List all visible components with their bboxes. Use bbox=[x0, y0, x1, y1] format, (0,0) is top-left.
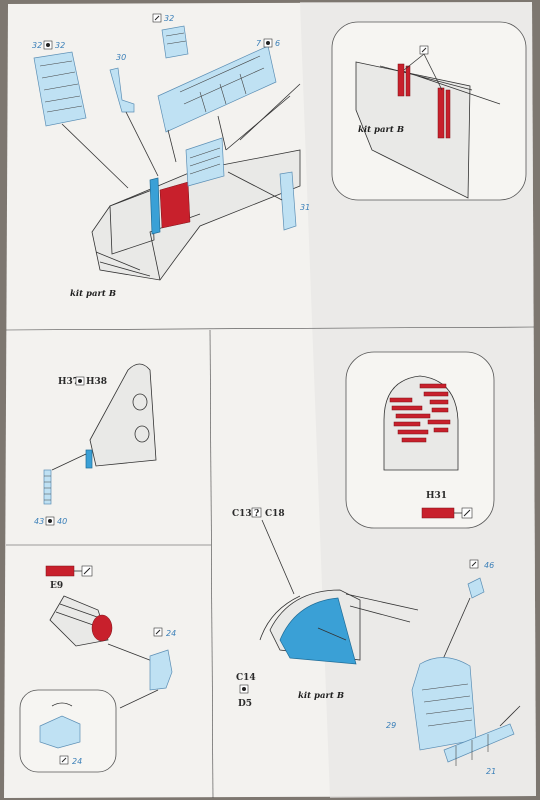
inset-detail-top: kit part B bbox=[331, 21, 527, 201]
label-29: 29 bbox=[386, 721, 396, 730]
fold-icon bbox=[239, 684, 249, 694]
label-40: 40 bbox=[57, 517, 67, 526]
part-29-sheet bbox=[411, 657, 477, 751]
label-e9: E9 bbox=[50, 581, 63, 591]
label-c18: C18 bbox=[265, 509, 285, 519]
label-32a: 32 bbox=[32, 41, 42, 50]
part-32-left: 32 32 bbox=[32, 40, 129, 189]
red-headrest bbox=[91, 614, 113, 642]
panel-top: 32 32 30 32 7 6 bbox=[32, 13, 527, 299]
part-30: 30 bbox=[109, 53, 159, 177]
label-21: 21 bbox=[486, 767, 496, 776]
part-21-rail bbox=[443, 723, 515, 763]
label-question: ? bbox=[254, 509, 259, 519]
seat-back-kit-part bbox=[89, 363, 157, 467]
fold-icon bbox=[263, 38, 273, 48]
label-h31: H31 bbox=[426, 491, 447, 501]
label-30: 30 bbox=[116, 53, 126, 62]
kit-part-label-inset: kit part B bbox=[358, 125, 404, 135]
label-h38: H38 bbox=[86, 377, 107, 387]
knife-icon bbox=[419, 45, 429, 55]
fold-icon bbox=[45, 516, 55, 526]
kit-part-label-bottom: kit part B bbox=[298, 691, 344, 701]
label-h37: H37 bbox=[58, 377, 79, 387]
label-7: 7 bbox=[256, 39, 262, 48]
label-24b: 24 bbox=[72, 757, 82, 766]
knife-icon bbox=[461, 507, 473, 519]
panel-mid-right: H31 bbox=[345, 351, 495, 529]
part-7-6-sheet: 7 6 bbox=[157, 38, 280, 163]
fold-icon bbox=[43, 40, 53, 50]
label-c14: C14 bbox=[236, 673, 256, 683]
label-43: 43 bbox=[34, 517, 44, 526]
h31-decal-swatch bbox=[421, 507, 455, 519]
bend-icon bbox=[152, 13, 162, 23]
e9-decal-swatch bbox=[45, 565, 75, 577]
label-32c: 32 bbox=[164, 14, 174, 23]
panel-mid-left: H37 H38 43 40 bbox=[34, 363, 157, 526]
part-31: 31 bbox=[227, 171, 310, 231]
label-24a: 24 bbox=[166, 629, 176, 638]
help-icon bbox=[251, 507, 262, 518]
fold-icon bbox=[75, 376, 85, 386]
red-decal-stripes bbox=[389, 383, 451, 443]
canopy-blue-mask bbox=[279, 597, 357, 665]
kit-part-label-top: kit part B bbox=[70, 289, 116, 299]
divider-vertical-1 bbox=[209, 329, 214, 799]
bend-icon bbox=[469, 559, 479, 569]
knife-icon bbox=[81, 565, 93, 577]
part-32-top: 32 bbox=[152, 13, 189, 59]
panel-bottom-left: E9 24 24 bbox=[19, 565, 176, 773]
label-c13: C13 bbox=[232, 509, 252, 519]
label-31: 31 bbox=[300, 203, 310, 212]
divider-horizontal-1 bbox=[5, 326, 535, 331]
label-46: 46 bbox=[484, 561, 494, 570]
bend-icon bbox=[153, 627, 163, 637]
label-6: 6 bbox=[275, 39, 280, 48]
label-32b: 32 bbox=[55, 41, 65, 50]
panel-bottom-right: C13 ? C18 C14 D5 kit part B 46 29 21 bbox=[232, 507, 521, 776]
label-d5: D5 bbox=[238, 699, 252, 709]
bend-icon bbox=[59, 755, 69, 765]
